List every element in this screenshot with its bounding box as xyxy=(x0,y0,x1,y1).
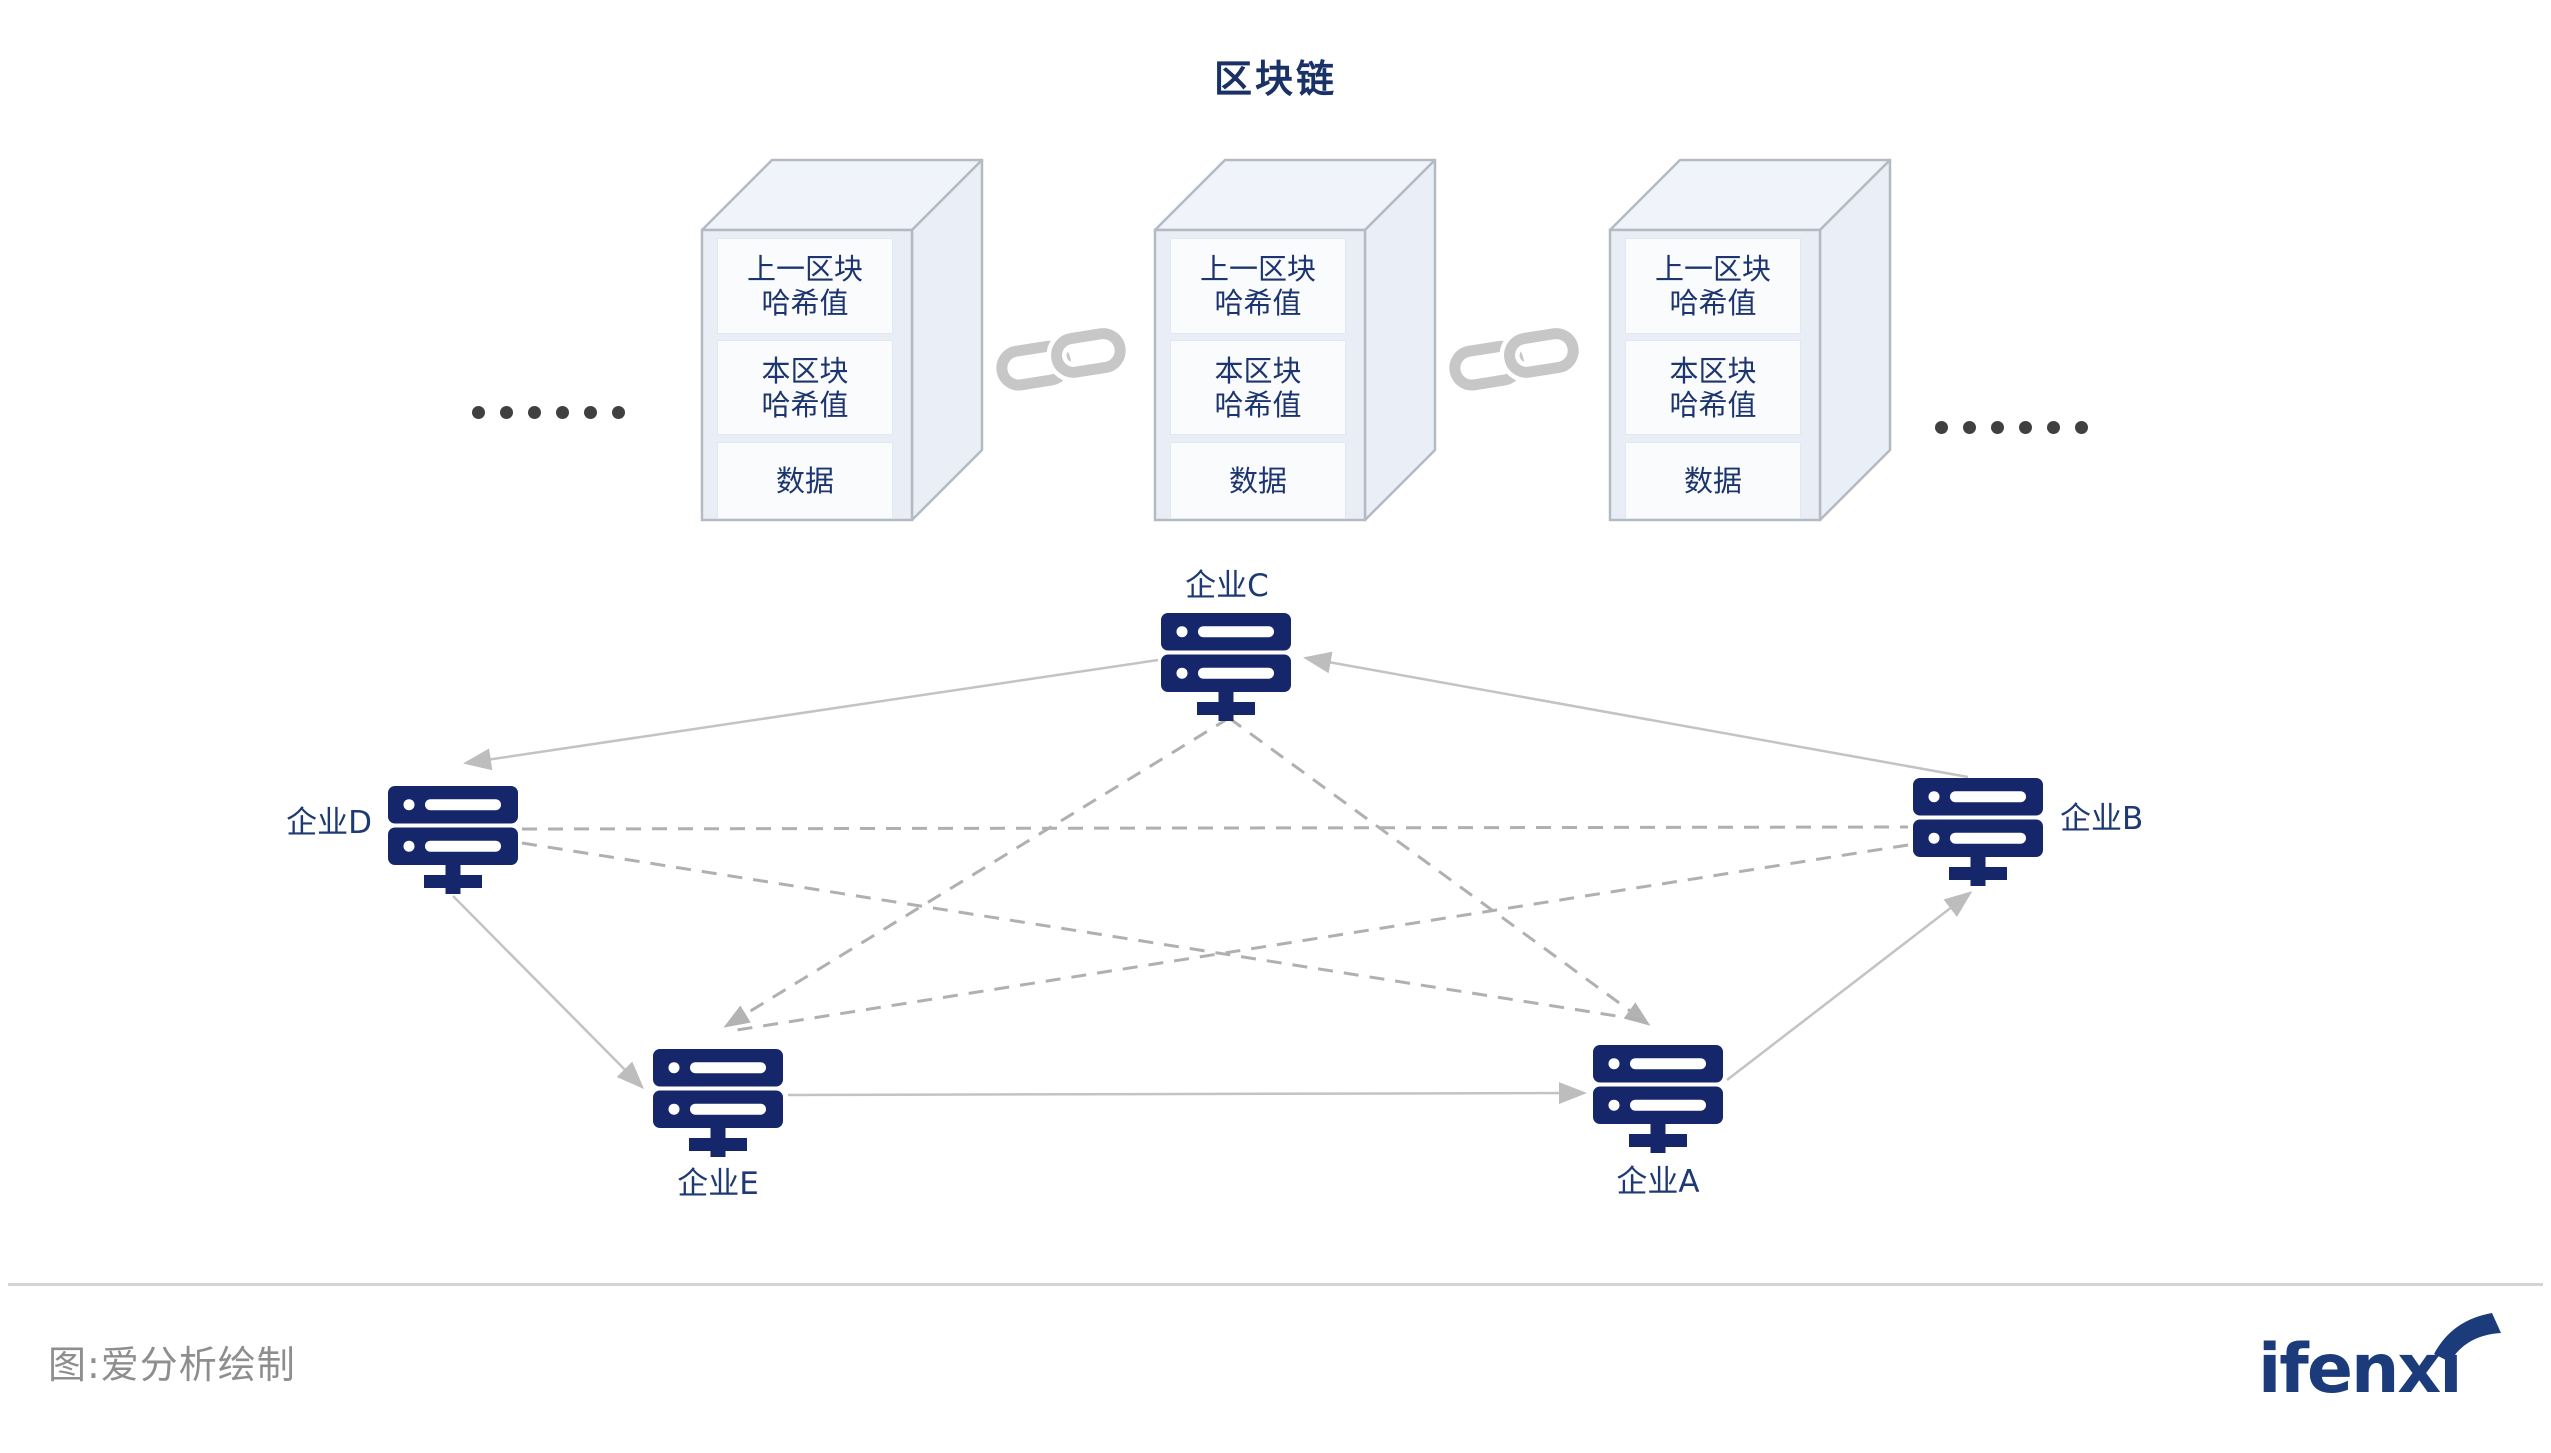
ellipsis-dots-left-icon xyxy=(472,406,625,419)
node-label-B: 企业B xyxy=(2060,801,2144,837)
node-label-D: 企业D xyxy=(286,805,372,841)
chain-link-icon xyxy=(996,326,1131,391)
edge-solid-E-A xyxy=(787,1082,1587,1105)
source-caption: 图:爱分析绘制 xyxy=(48,1343,296,1387)
block-section-this-hash: 本区块 哈希值 xyxy=(1170,340,1346,435)
block-section-data: 数据 xyxy=(1625,442,1801,519)
server-icon-node-D xyxy=(388,786,518,894)
blockchain-block-2: 上一区块 哈希值 本区块 哈希值 数据 xyxy=(1153,158,1437,522)
block-section-this-hash: 本区块 哈希值 xyxy=(717,340,893,435)
server-icon-node-C xyxy=(1161,613,1291,721)
node-label-C: 企业C xyxy=(1185,568,1269,604)
server-icon-node-B xyxy=(1913,778,2043,886)
blockchain-block-1: 上一区块 哈希值 本区块 哈希值 数据 xyxy=(700,158,984,522)
blockchain-block-3: 上一区块 哈希值 本区块 哈希值 数据 xyxy=(1608,158,1892,522)
server-icon-node-E xyxy=(653,1049,783,1157)
footer-divider xyxy=(8,1283,2543,1286)
block-section-data: 数据 xyxy=(717,442,893,519)
edge-dashed-C-A xyxy=(1228,716,1651,1026)
edge-dashed-D-B xyxy=(521,825,1909,831)
node-label-E: 企业E xyxy=(677,1166,759,1202)
edge-solid-D-E xyxy=(452,895,645,1090)
ellipsis-dots-right-icon xyxy=(1935,421,2088,434)
edge-solid-A-B xyxy=(1726,891,1973,1081)
edge-dashed-C-E xyxy=(723,716,1230,1028)
block-section-prev-hash: 上一区块 哈希值 xyxy=(1170,238,1346,334)
ifenxi-logo: ifenxi xyxy=(2258,1313,2501,1408)
chain-link-icon xyxy=(1449,326,1584,391)
logo-text: ifenxi xyxy=(2258,1330,2461,1408)
page-title: 区块链 xyxy=(1213,57,1337,101)
edge-dashed-B-E xyxy=(736,843,1909,1032)
block-section-prev-hash: 上一区块 哈希值 xyxy=(1625,238,1801,334)
edge-solid-B-C xyxy=(1303,651,1969,779)
edge-dashed-D-A xyxy=(521,841,1643,1022)
edge-solid-C-D xyxy=(463,658,1159,771)
block-section-prev-hash: 上一区块 哈希值 xyxy=(717,238,893,334)
node-label-A: 企业A xyxy=(1616,1164,1700,1200)
server-icon-node-A xyxy=(1593,1045,1723,1153)
block-section-data: 数据 xyxy=(1170,442,1346,519)
block-section-this-hash: 本区块 哈希值 xyxy=(1625,340,1801,435)
logo-swoosh-icon xyxy=(2434,1313,2501,1362)
